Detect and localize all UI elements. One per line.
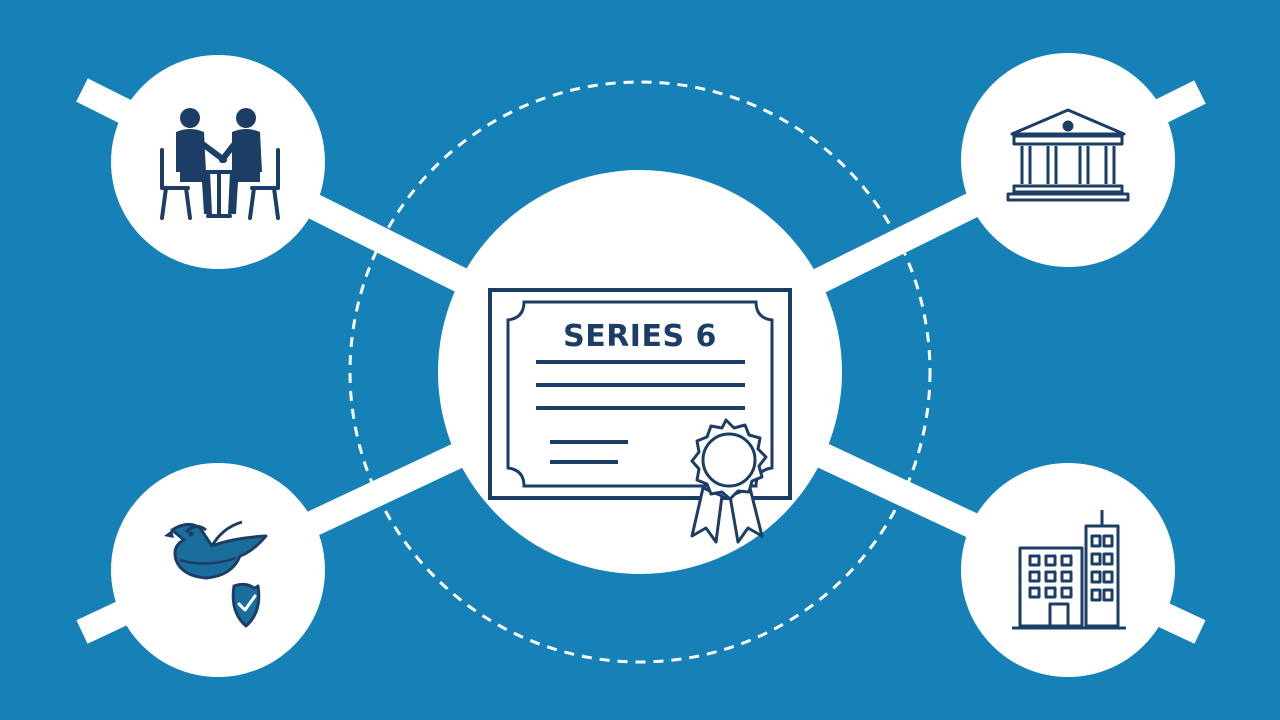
node-circle <box>961 463 1175 677</box>
center-circle <box>438 170 842 574</box>
dashed-ring <box>348 80 932 664</box>
node-client-meeting <box>111 55 325 269</box>
office-building-icon <box>1012 510 1126 630</box>
node-circle <box>111 55 325 269</box>
bird-shield-icon <box>164 520 268 628</box>
node-circle <box>961 53 1175 267</box>
node-insurance <box>111 463 325 677</box>
certificate-title: SERIES 6 <box>563 319 717 354</box>
award-seal-icon <box>690 418 768 544</box>
client-meeting-icon <box>160 108 280 220</box>
certificate-outer-frame <box>488 288 792 500</box>
certificate-icon: SERIES 6 <box>488 288 792 544</box>
node-office <box>961 463 1175 677</box>
bank-building-icon <box>1006 108 1130 202</box>
certificate-inner-frame <box>506 300 774 488</box>
node-bank <box>961 53 1175 267</box>
